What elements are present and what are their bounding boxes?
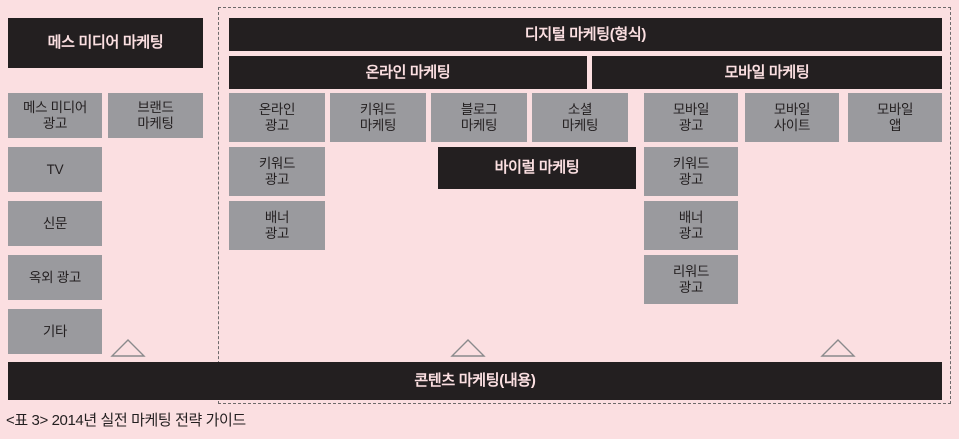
triangle-up-icon-right (820, 338, 856, 358)
mobile-marketing-header: 모바일 마케팅 (592, 56, 942, 89)
online-marketing-header: 온라인 마케팅 (229, 56, 587, 89)
viral-marketing-box: 바이럴 마케팅 (438, 147, 636, 189)
online-item-social-marketing: 소셜 마케팅 (532, 93, 628, 142)
online-item-keyword-ad: 키워드 광고 (229, 147, 325, 196)
triangle-up-icon-center (450, 338, 486, 358)
online-item-online-ad: 온라인 광고 (229, 93, 325, 142)
mobile-item-keyword-ad: 키워드 광고 (644, 147, 738, 196)
content-marketing-bar: 콘텐츠 마케팅(내용) (8, 362, 942, 400)
mobile-item-reward-ad: 리워드 광고 (644, 255, 738, 304)
mass-media-item-mass-media-ad: 메스 미디어 광고 (8, 93, 102, 138)
online-item-keyword-marketing: 키워드 마케팅 (330, 93, 426, 142)
mass-media-item-brand-marketing: 브랜드 마케팅 (108, 93, 203, 138)
figure-caption: <표 3> 2014년 실전 마케팅 전략 가이드 (6, 412, 246, 429)
mobile-item-mobile-ad: 모바일 광고 (644, 93, 738, 142)
mass-media-item-newspaper: 신문 (8, 201, 102, 246)
mass-media-item-outdoor-ad: 옥외 광고 (8, 255, 102, 300)
online-item-blog-marketing: 블로그 마케팅 (431, 93, 527, 142)
mass-media-item-tv: TV (8, 147, 102, 192)
mobile-item-mobile-app: 모바일 앱 (848, 93, 942, 142)
mass-media-item-other: 기타 (8, 309, 102, 354)
digital-marketing-header: 디지털 마케팅(형식) (229, 18, 942, 51)
online-item-banner-ad: 배너 광고 (229, 201, 325, 250)
mass-media-header: 메스 미디어 마케팅 (8, 18, 203, 68)
mobile-item-banner-ad: 배너 광고 (644, 201, 738, 250)
mobile-item-mobile-site: 모바일 사이트 (745, 93, 839, 142)
triangle-up-icon-left (110, 338, 146, 358)
